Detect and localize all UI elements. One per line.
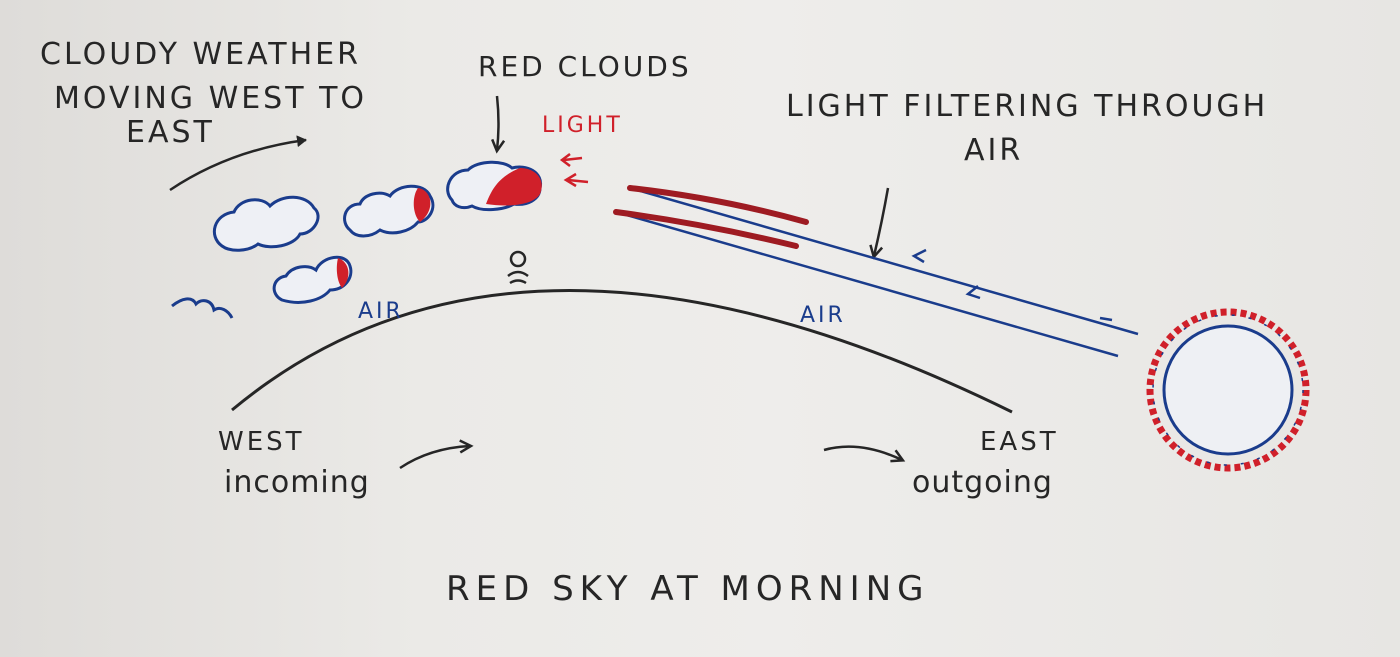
cloudy-weather-line-1: CLOUDY WEATHER bbox=[40, 37, 361, 72]
observer-figure bbox=[507, 250, 529, 285]
cloud-motion-arrow bbox=[169, 135, 307, 192]
light-filtering-label: LIGHT FILTERING THROUGH AIR bbox=[786, 89, 1268, 168]
cloud-wisp bbox=[171, 297, 234, 319]
cloud-2 bbox=[343, 184, 435, 238]
diagram-title: RED SKY AT MORNING bbox=[446, 569, 930, 609]
cloudy-weather-line-3: EAST bbox=[126, 115, 215, 150]
cloud-4 bbox=[272, 255, 353, 304]
east-label: EAST bbox=[980, 427, 1059, 457]
cloud-1 bbox=[212, 195, 320, 252]
light-label: LIGHT bbox=[542, 113, 623, 138]
light-ray-upper bbox=[627, 185, 1139, 336]
west-label: WEST bbox=[218, 427, 305, 457]
earth-horizon-arc bbox=[231, 289, 1013, 414]
light-ray-lower bbox=[613, 209, 1119, 358]
air-label-right: AIR bbox=[800, 303, 846, 328]
light-filtering-pointer-arrow bbox=[869, 187, 890, 260]
outgoing-label: outgoing bbox=[912, 465, 1053, 500]
light-filtering-line-2: AIR bbox=[964, 133, 1023, 168]
cloudy-weather-label: CLOUDY WEATHER MOVING WEST TO EAST bbox=[40, 37, 367, 150]
red-clouds-pointer-arrow bbox=[491, 95, 506, 154]
red-clouds-label: RED CLOUDS bbox=[478, 50, 692, 83]
cloud-3 bbox=[446, 160, 543, 212]
incoming-arrow bbox=[399, 439, 474, 470]
air-label-left: AIR bbox=[358, 299, 404, 324]
outgoing-arrow bbox=[823, 445, 906, 463]
cloudy-weather-line-2: MOVING WEST TO bbox=[54, 81, 367, 116]
light-filtering-line-1: LIGHT FILTERING THROUGH bbox=[786, 89, 1268, 124]
incoming-label: incoming bbox=[224, 465, 370, 500]
light-arrows-small bbox=[559, 153, 589, 188]
sun bbox=[1146, 308, 1310, 472]
